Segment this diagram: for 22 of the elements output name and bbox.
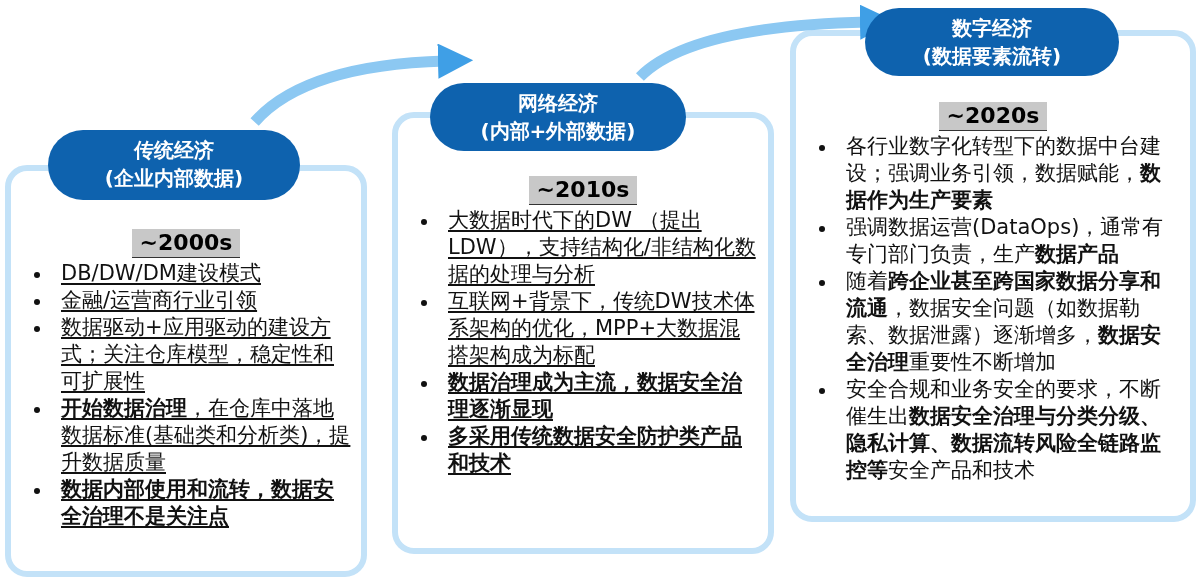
bullet-text: 互联网+背景下，传统DW技术体系架构的优化，MPP+大数据混搭架构成为标配 <box>448 288 756 369</box>
era-label: ~2020s <box>938 102 1048 131</box>
bullet-text: 开始数据治理，在仓库中落地数据标准(基础类和分析类)，提升数据质量 <box>61 395 351 476</box>
bullet-text: 数据内部使用和流转，数据安全治理不是关注点 <box>61 476 335 530</box>
bullet-text: 随着跨企业甚至跨国家数据分享和流通，数据安全问题（如数据勒索、数据泄露）逐渐增多，数据安全治理重要性不断增加 <box>846 268 1162 376</box>
bullet-text: 多采用传统数据安全防护类产品和技术 <box>448 423 743 477</box>
heading-pill: 数字经济 (数据要素流转) <box>865 8 1119 76</box>
bullet-text: 金融/运营商行业引领 <box>61 287 259 314</box>
arrow <box>250 43 474 126</box>
bullet-text: 强调数据运营(DataOps)，通常有专门部门负责，生产数据产品 <box>846 214 1165 268</box>
bullet-text: 安全合规和业务安全的要求，不断催生出数据安全治理与分类分级、隐私计算、数据流转风险全链路监控等安全产品和技术 <box>846 376 1162 484</box>
bullet-text: 数据驱动+应用驱动的建设方式；关注仓库模型，稳定性和可扩展性 <box>61 314 335 395</box>
heading-pill: 传统经济 (企业内部数据) <box>48 130 300 200</box>
era-panel <box>392 112 774 554</box>
bullet-text: 数据治理成为主流，数据安全治理逐渐显现 <box>448 369 744 423</box>
era-label: ~2000s <box>131 229 241 258</box>
bullet-text: DB/DW/DM建设模式 <box>61 260 262 287</box>
bullet-text: 大数据时代下的DW （提出LDW），支持结构化/非结构化数据的处理与分析 <box>448 207 757 288</box>
heading-pill: 网络经济 (内部+外部数据) <box>430 83 686 151</box>
bullet-text: 各行业数字化转型下的数据中台建设；强调业务引领，数据赋能，数据作为生产要素 <box>846 133 1162 214</box>
era-label: ~2010s <box>528 176 638 205</box>
era-panel <box>5 165 367 577</box>
